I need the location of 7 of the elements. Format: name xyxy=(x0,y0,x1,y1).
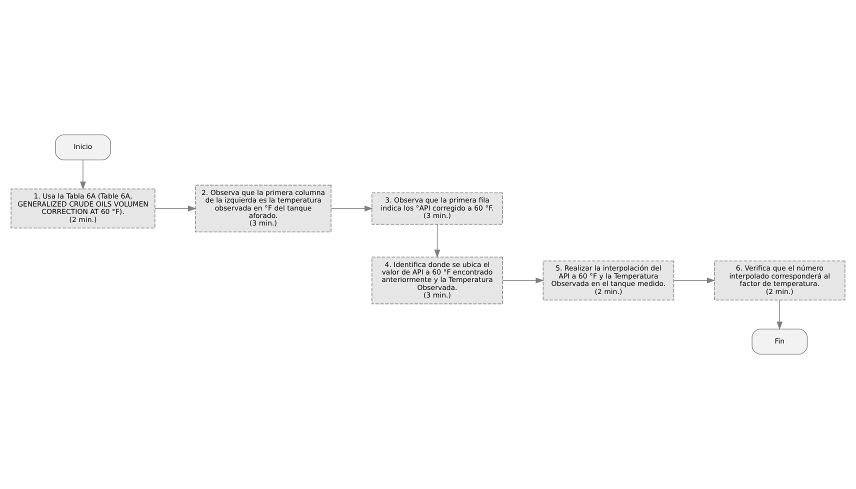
arrow xyxy=(502,278,544,284)
arrow xyxy=(434,224,440,258)
arrow xyxy=(330,206,373,212)
arrow xyxy=(80,160,86,190)
arrow xyxy=(674,278,716,284)
arrow xyxy=(776,300,783,330)
arrow xyxy=(154,206,196,212)
